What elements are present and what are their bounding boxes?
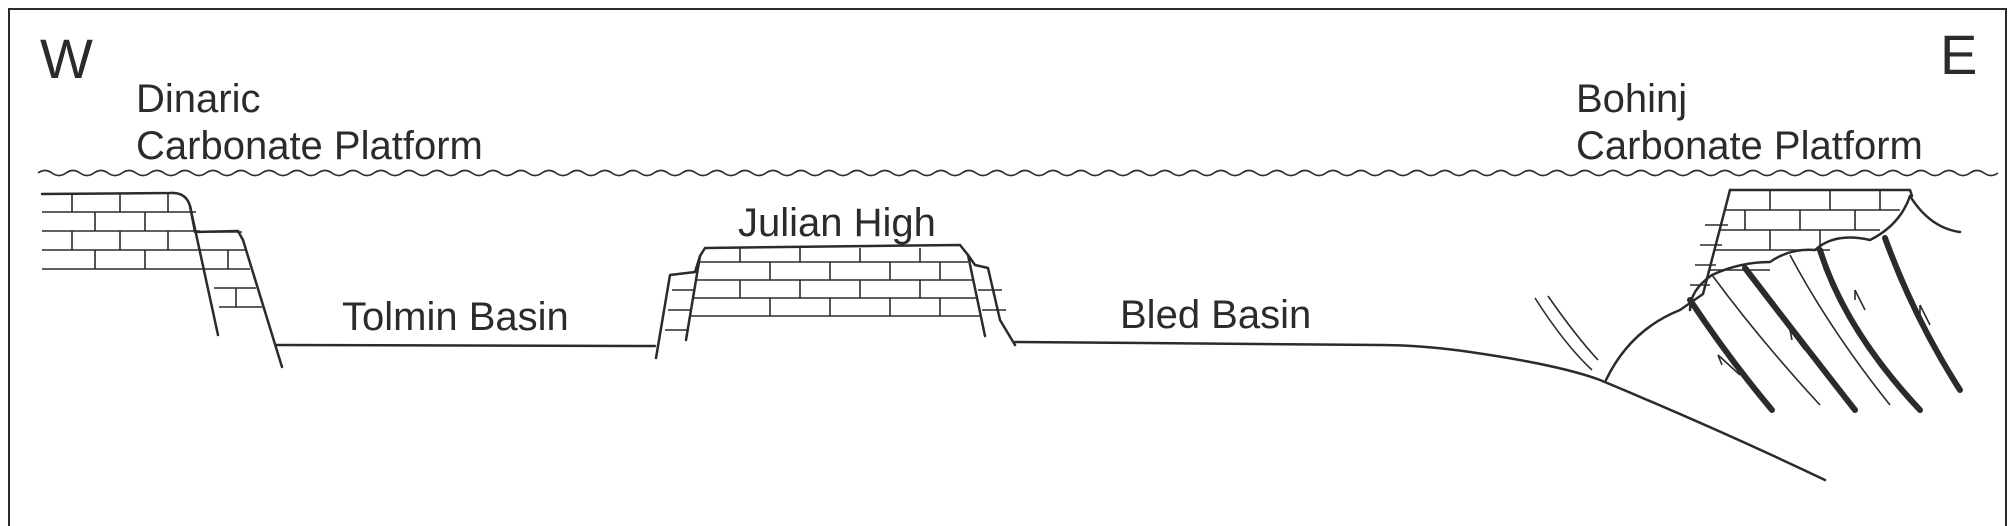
bohinj-fault-1: [1687, 297, 1775, 413]
bohinj-bedding-2: [1789, 254, 1891, 406]
bohinj-brick-joints: [1744, 190, 1881, 250]
slip-arrow-2: [1789, 329, 1806, 351]
dinaric-brick-joints: [71, 194, 169, 269]
left-slide-line-2: [1547, 295, 1599, 361]
dinaric-slope-joints: [227, 250, 237, 307]
julian-high-right-margin: [966, 253, 987, 338]
bohinj-bedding-1: [1711, 274, 1821, 406]
dinaric-brick-rows: [42, 211, 209, 270]
bohinj-slope-rows: [1690, 224, 1728, 286]
bohinj-platform-top: [1728, 188, 1914, 198]
bohinj-platform-left-margin: [1604, 188, 1732, 382]
bohinj-label-line2: Carbonate Platform: [1576, 124, 1923, 168]
bled-basin-floor: [1013, 340, 1827, 482]
julian-high-left-margin: [684, 254, 702, 342]
dinaric-platform: [40, 191, 284, 369]
dinaric-slope-rows: [205, 231, 262, 308]
frame-border: [8, 8, 2007, 526]
sea-surface-wave: [37, 169, 1999, 177]
bohinj-fault-4: [1882, 235, 1963, 393]
dinaric-margin-line-2: [241, 238, 284, 369]
julian-high-label: Julian High: [738, 201, 936, 245]
bohinj-label-line1: Bohinj: [1576, 77, 1687, 121]
slip-arrow-1: [1717, 354, 1741, 376]
dinaric-label-line2: Carbonate Platform: [136, 124, 483, 168]
left-slide-line-1: [1534, 297, 1593, 371]
bohinj-fault-2: [1742, 265, 1858, 413]
julian-high-brick-rows: [691, 261, 980, 317]
east-label: E: [1940, 23, 1977, 86]
tolmin-basin-floor: [274, 343, 657, 348]
julian-high-slope-rows: [665, 289, 1006, 331]
bohinj-platform: [1534, 188, 1963, 413]
bohinj-fault-3: [1817, 247, 1923, 413]
slip-arrow-4: [1919, 304, 1931, 326]
west-label: W: [40, 27, 93, 90]
slip-arrow-3: [1854, 289, 1866, 311]
dinaric-label-line1: Dinaric: [136, 77, 260, 121]
bohinj-right-surface: [1908, 194, 1962, 234]
julian-high-platform: [654, 243, 1017, 360]
bled-basin-label: Bled Basin: [1120, 293, 1311, 337]
dinaric-margin-line-1: [188, 204, 220, 337]
tolmin-basin-label: Tolmin Basin: [342, 295, 569, 339]
julian-high-outline: [654, 243, 1017, 360]
julian-high-brick-joints: [739, 248, 941, 316]
bohinj-block-tops: [1688, 194, 1912, 312]
